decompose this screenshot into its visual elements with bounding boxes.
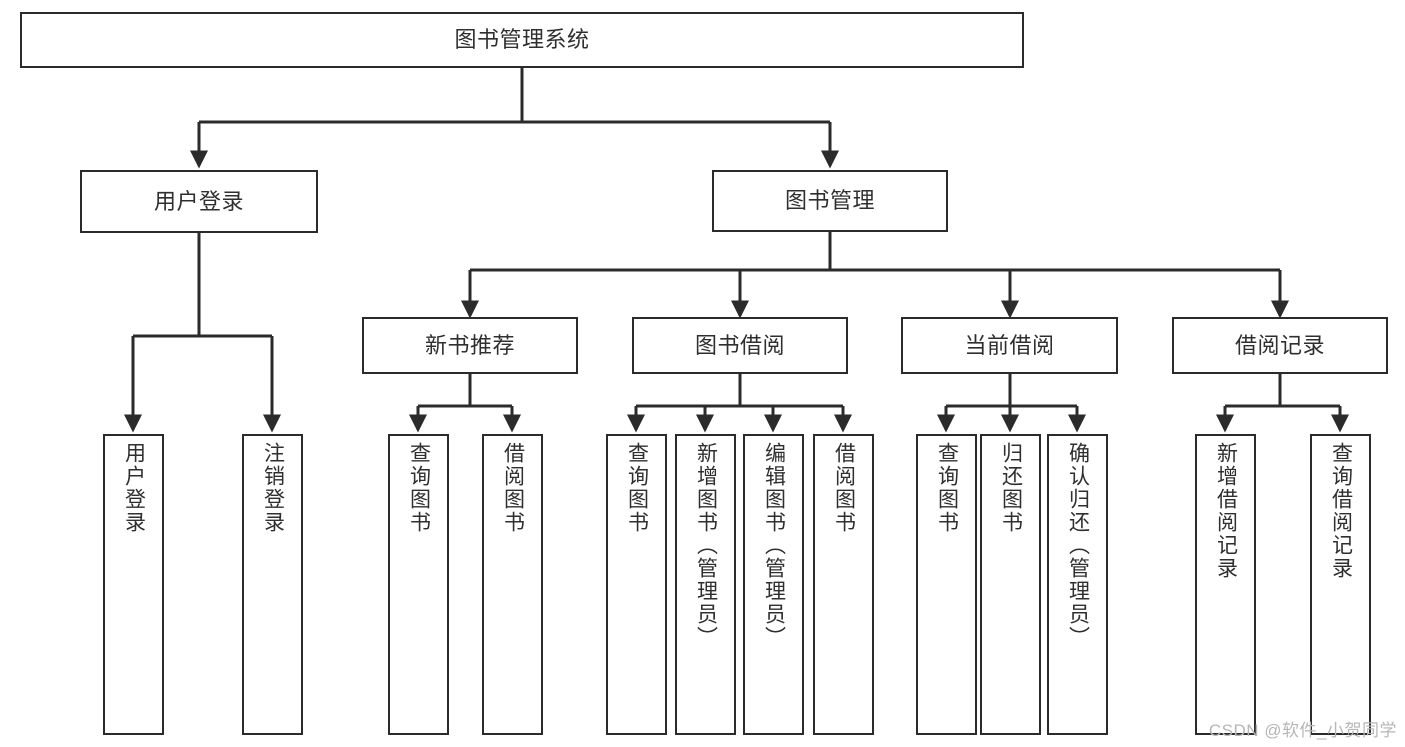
node-new-book-recommend[interactable]: 新书推荐 (362, 317, 578, 374)
leaf-edit-book-label: 编辑图书（管理员） (762, 442, 786, 649)
node-borrow-record[interactable]: 借阅记录 (1172, 317, 1388, 374)
leaf-user-login[interactable]: 用户登录 (103, 434, 164, 735)
leaf-add-book-label: 新增图书（管理员） (694, 442, 718, 649)
leaf-return-book[interactable]: 归还图书 (980, 434, 1041, 735)
leaf-add-book[interactable]: 新增图书（管理员） (675, 434, 736, 735)
leaf-add-record-label: 新增借阅记录 (1214, 442, 1238, 580)
node-user-login-label: 用户登录 (153, 188, 244, 214)
node-current-borrow-label: 当前借阅 (964, 332, 1055, 358)
leaf-query-book-1-label: 查询图书 (407, 442, 431, 534)
watermark: CSDN @软件_小贺同学 (1208, 721, 1397, 740)
leaf-query-book-1[interactable]: 查询图书 (388, 434, 449, 735)
leaf-query-book-3[interactable]: 查询图书 (916, 434, 977, 735)
leaf-query-book-2-label: 查询图书 (625, 442, 649, 534)
leaf-query-record-label: 查询借阅记录 (1329, 442, 1353, 580)
node-user-login[interactable]: 用户登录 (80, 170, 318, 233)
node-book-borrow[interactable]: 图书借阅 (632, 317, 848, 374)
node-book-borrow-label: 图书借阅 (694, 332, 785, 358)
node-root[interactable]: 图书管理系统 (20, 12, 1024, 68)
node-book-manage[interactable]: 图书管理 (712, 170, 948, 232)
leaf-add-record[interactable]: 新增借阅记录 (1195, 434, 1256, 735)
leaf-confirm-return-label: 确认归还（管理员） (1066, 442, 1090, 649)
leaf-logout-label: 注销登录 (261, 442, 285, 534)
leaf-logout[interactable]: 注销登录 (242, 434, 303, 735)
node-new-book-recommend-label: 新书推荐 (424, 332, 515, 358)
leaf-query-book-2[interactable]: 查询图书 (606, 434, 667, 735)
node-current-borrow[interactable]: 当前借阅 (901, 317, 1118, 374)
node-root-label: 图书管理系统 (454, 27, 590, 53)
leaf-query-record[interactable]: 查询借阅记录 (1310, 434, 1371, 735)
node-book-manage-label: 图书管理 (784, 188, 875, 214)
leaf-borrow-book-2-label: 借阅图书 (832, 442, 856, 534)
leaf-borrow-book-1-label: 借阅图书 (501, 442, 525, 534)
leaf-edit-book[interactable]: 编辑图书（管理员） (743, 434, 804, 735)
leaf-user-login-label: 用户登录 (122, 442, 146, 534)
leaf-borrow-book-2[interactable]: 借阅图书 (813, 434, 874, 735)
leaf-borrow-book-1[interactable]: 借阅图书 (482, 434, 543, 735)
leaf-return-book-label: 归还图书 (999, 442, 1023, 534)
leaf-confirm-return[interactable]: 确认归还（管理员） (1047, 434, 1108, 735)
node-borrow-record-label: 借阅记录 (1234, 332, 1325, 358)
leaf-query-book-3-label: 查询图书 (935, 442, 959, 534)
